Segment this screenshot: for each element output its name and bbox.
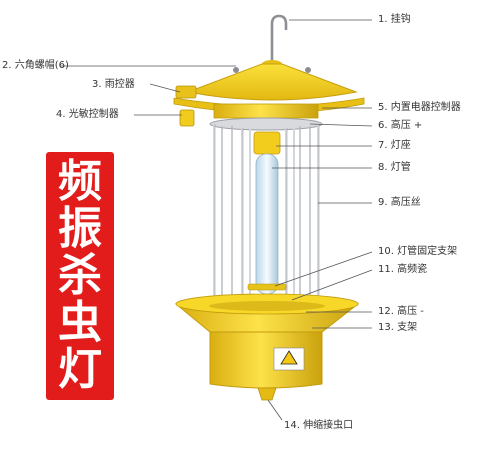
warning-icon [280,350,298,365]
hv-wires-back [221,126,311,304]
rain-controller [175,85,197,99]
roof-cover [186,63,358,101]
base-box [209,331,323,389]
title-char: 灯 [58,344,102,395]
upper-ring [209,117,323,131]
title-char: 频 [58,156,102,207]
tube-bracket [247,283,287,291]
title-text: 频 振 杀 虫 灯 [46,158,114,393]
label-hv-positive: 6. 高压 + [378,120,423,131]
leader-lines [267,19,373,421]
label-hf-porcelain: 11. 高频瓷 [378,264,428,275]
label-light-sensor: 4. 光敏控制器 [56,109,119,120]
lamp-holder [253,131,281,155]
label-collection-mouth: 14. 伸缩接虫口 [284,420,354,431]
label-hv-wire: 9. 高压丝 [378,197,421,208]
title-char: 振 [58,203,102,254]
label-inner-controller: 5. 内置电器控制器 [378,102,461,113]
label-hv-negative: 12. 高压 - [378,306,424,317]
title-banner: 频 振 杀 虫 灯 [46,152,114,400]
hook [270,14,288,62]
upper-collar [213,103,319,119]
hv-wires-front [213,124,319,308]
label-support: 13. 支架 [378,322,418,333]
label-lamp-holder: 7. 灯座 [378,140,411,151]
light-sensor [179,109,195,127]
hex-nut [233,67,239,73]
label-hex-nut: 2. 六角螺帽(6) [2,60,69,71]
label-tube-bracket: 10. 灯管固定支架 [378,246,458,257]
hex-nut [305,67,311,73]
title-char: 杀 [58,250,102,301]
label-hook: 1. 挂钩 [378,14,411,25]
title-char: 虫 [58,297,102,348]
collection-mouth [257,387,277,401]
label-lamp-tube: 8. 灯管 [378,162,411,173]
lamp-tube [255,153,279,295]
label-rain-controller: 3. 雨控器 [92,79,135,90]
